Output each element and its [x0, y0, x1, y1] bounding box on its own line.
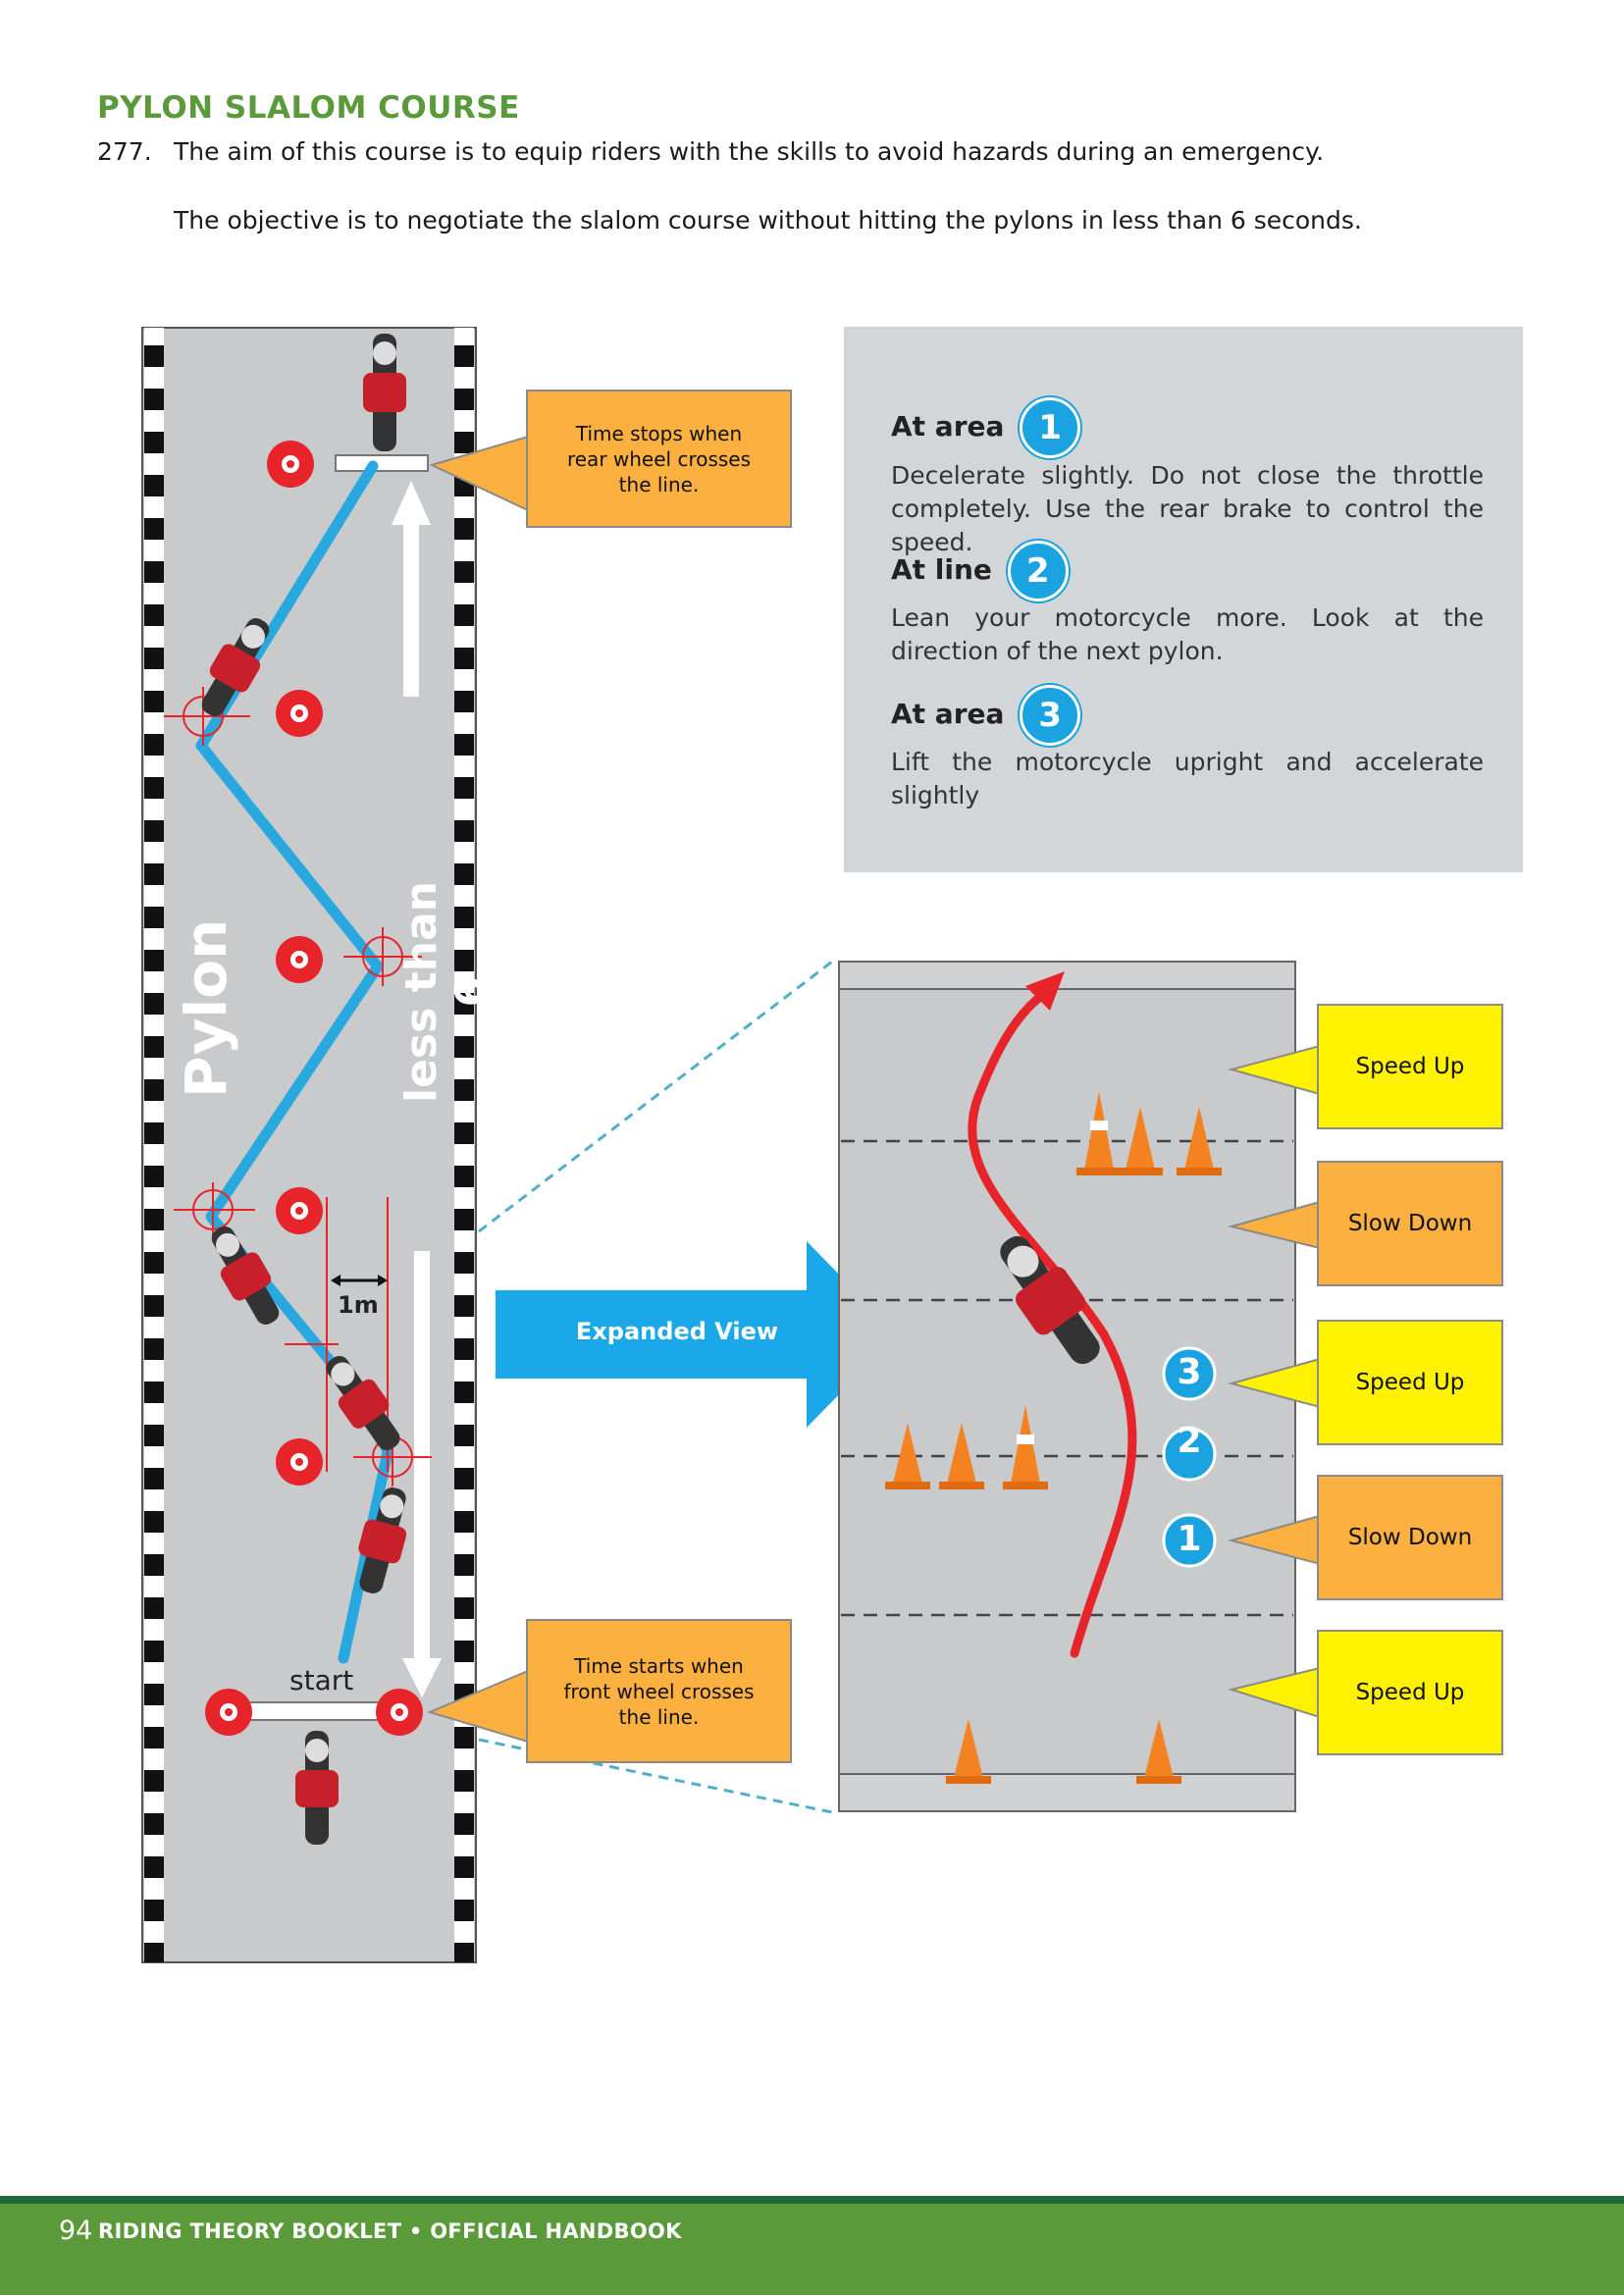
traffic-cone-icon — [946, 1719, 991, 1784]
traffic-cone-icon — [1076, 1091, 1122, 1175]
crosshair-markers — [164, 687, 432, 1487]
page-number: 94 — [59, 2216, 93, 2246]
instructions-box: At area 1 Decelerate slightly. Do not cl… — [844, 327, 1523, 872]
motorcycle-icon — [326, 1355, 400, 1451]
page-footer: 94 RIDING THEORY BOOKLET • OFFICIAL HAND… — [0, 2196, 1624, 2295]
time-limit-label: less than 6 — [396, 881, 497, 1103]
pylon-markers — [205, 441, 423, 1736]
marker-3-label: 3 — [1177, 1352, 1202, 1392]
pylon-icon — [205, 1689, 252, 1736]
instruction-1-text: Decelerate slightly. Do not close the th… — [891, 461, 1484, 556]
time-starts-callout: Time starts when front wheel crosses the… — [526, 1619, 792, 1763]
instruction-3-text: Lift the motorcycle upright and accelera… — [891, 748, 1484, 809]
area-markers — [1162, 1346, 1217, 1568]
paragraph-objective: The objective is to negotiate the slalom… — [174, 206, 1362, 235]
start-line — [230, 1701, 398, 1721]
finish-line — [335, 454, 429, 472]
traffic-cone-icon — [1136, 1719, 1181, 1784]
instruction-1-badge: 1 — [1020, 397, 1081, 458]
footer-title: RIDING THEORY BOOKLET • OFFICIAL HANDBOO… — [98, 2219, 682, 2243]
traffic-cone-icon — [1177, 1107, 1222, 1175]
marker-1-label: 1 — [1177, 1519, 1202, 1559]
instruction-2-prefix: At line — [891, 553, 992, 586]
time-stops-callout: Time stops when rear wheel crosses the l… — [526, 390, 792, 528]
instruction-3-heading: At area 3 — [891, 685, 1081, 746]
marker-2-label: 2 — [1177, 1421, 1202, 1461]
instruction-1-prefix: At area — [891, 410, 1005, 443]
pylon-label: Pylon — [173, 918, 239, 1098]
motorcycle-icon — [295, 1731, 339, 1845]
pylon-icon — [276, 1187, 323, 1234]
pylon-icon — [276, 936, 323, 983]
marker-2-badge — [1162, 1427, 1217, 1482]
projection-line — [478, 1738, 833, 1814]
instruction-2-badge: 2 — [1007, 541, 1069, 601]
expanded-view-arrow — [496, 1241, 898, 1428]
marker-1-badge — [1162, 1513, 1217, 1568]
instruction-3-badge: 3 — [1020, 685, 1081, 746]
motorcycle-icon — [201, 618, 270, 716]
projection-line — [478, 960, 833, 1233]
traffic-cone-icon — [939, 1423, 984, 1489]
expanded-panel — [838, 961, 1321, 1812]
aim-text: The aim of this course is to equip rider… — [174, 137, 1325, 166]
pylon-icon — [267, 441, 314, 488]
section-heading: PYLON SLALOM COURSE — [97, 90, 520, 126]
traffic-cone-icon — [885, 1423, 930, 1489]
direction-arrow-up — [392, 481, 431, 697]
expanded-view-label: Expanded View — [575, 1318, 779, 1345]
start-label: start — [289, 1664, 354, 1696]
speed-up-callout-3: Speed Up — [1317, 1630, 1503, 1755]
pylon-icon — [276, 690, 323, 737]
paragraph-number: 277. — [97, 137, 152, 166]
instruction-1-heading: At area 1 — [891, 397, 1081, 458]
distance-label: 1m — [338, 1291, 379, 1319]
speed-up-callout-1: Speed Up — [1317, 1004, 1503, 1129]
slow-down-callout-1: Slow Down — [1317, 1161, 1503, 1286]
motorcycle-icon — [211, 1226, 280, 1325]
paragraph-aim: 277. The aim of this course is to equip r… — [97, 135, 1324, 169]
slow-down-callout-2: Slow Down — [1317, 1475, 1503, 1600]
motorcycle-icon — [358, 1487, 407, 1593]
marker-3-badge — [1162, 1346, 1217, 1401]
motorcycle-icon — [1000, 1235, 1100, 1365]
traffic-cone-icons — [885, 1091, 1222, 1784]
motorcycle-icon — [363, 334, 406, 451]
traffic-cone-icon — [1003, 1405, 1048, 1489]
instruction-3-prefix: At area — [891, 698, 1005, 730]
pylon-icon — [376, 1689, 423, 1736]
instruction-2-text: Lean your motorcycle more. Look at the d… — [891, 603, 1484, 665]
motorcycle-icons — [201, 334, 407, 1845]
speed-up-callout-2: Speed Up — [1317, 1320, 1503, 1445]
pylon-icon — [276, 1438, 323, 1486]
instruction-2-heading: At line 2 — [891, 541, 1069, 601]
traffic-cone-icon — [1118, 1107, 1163, 1175]
